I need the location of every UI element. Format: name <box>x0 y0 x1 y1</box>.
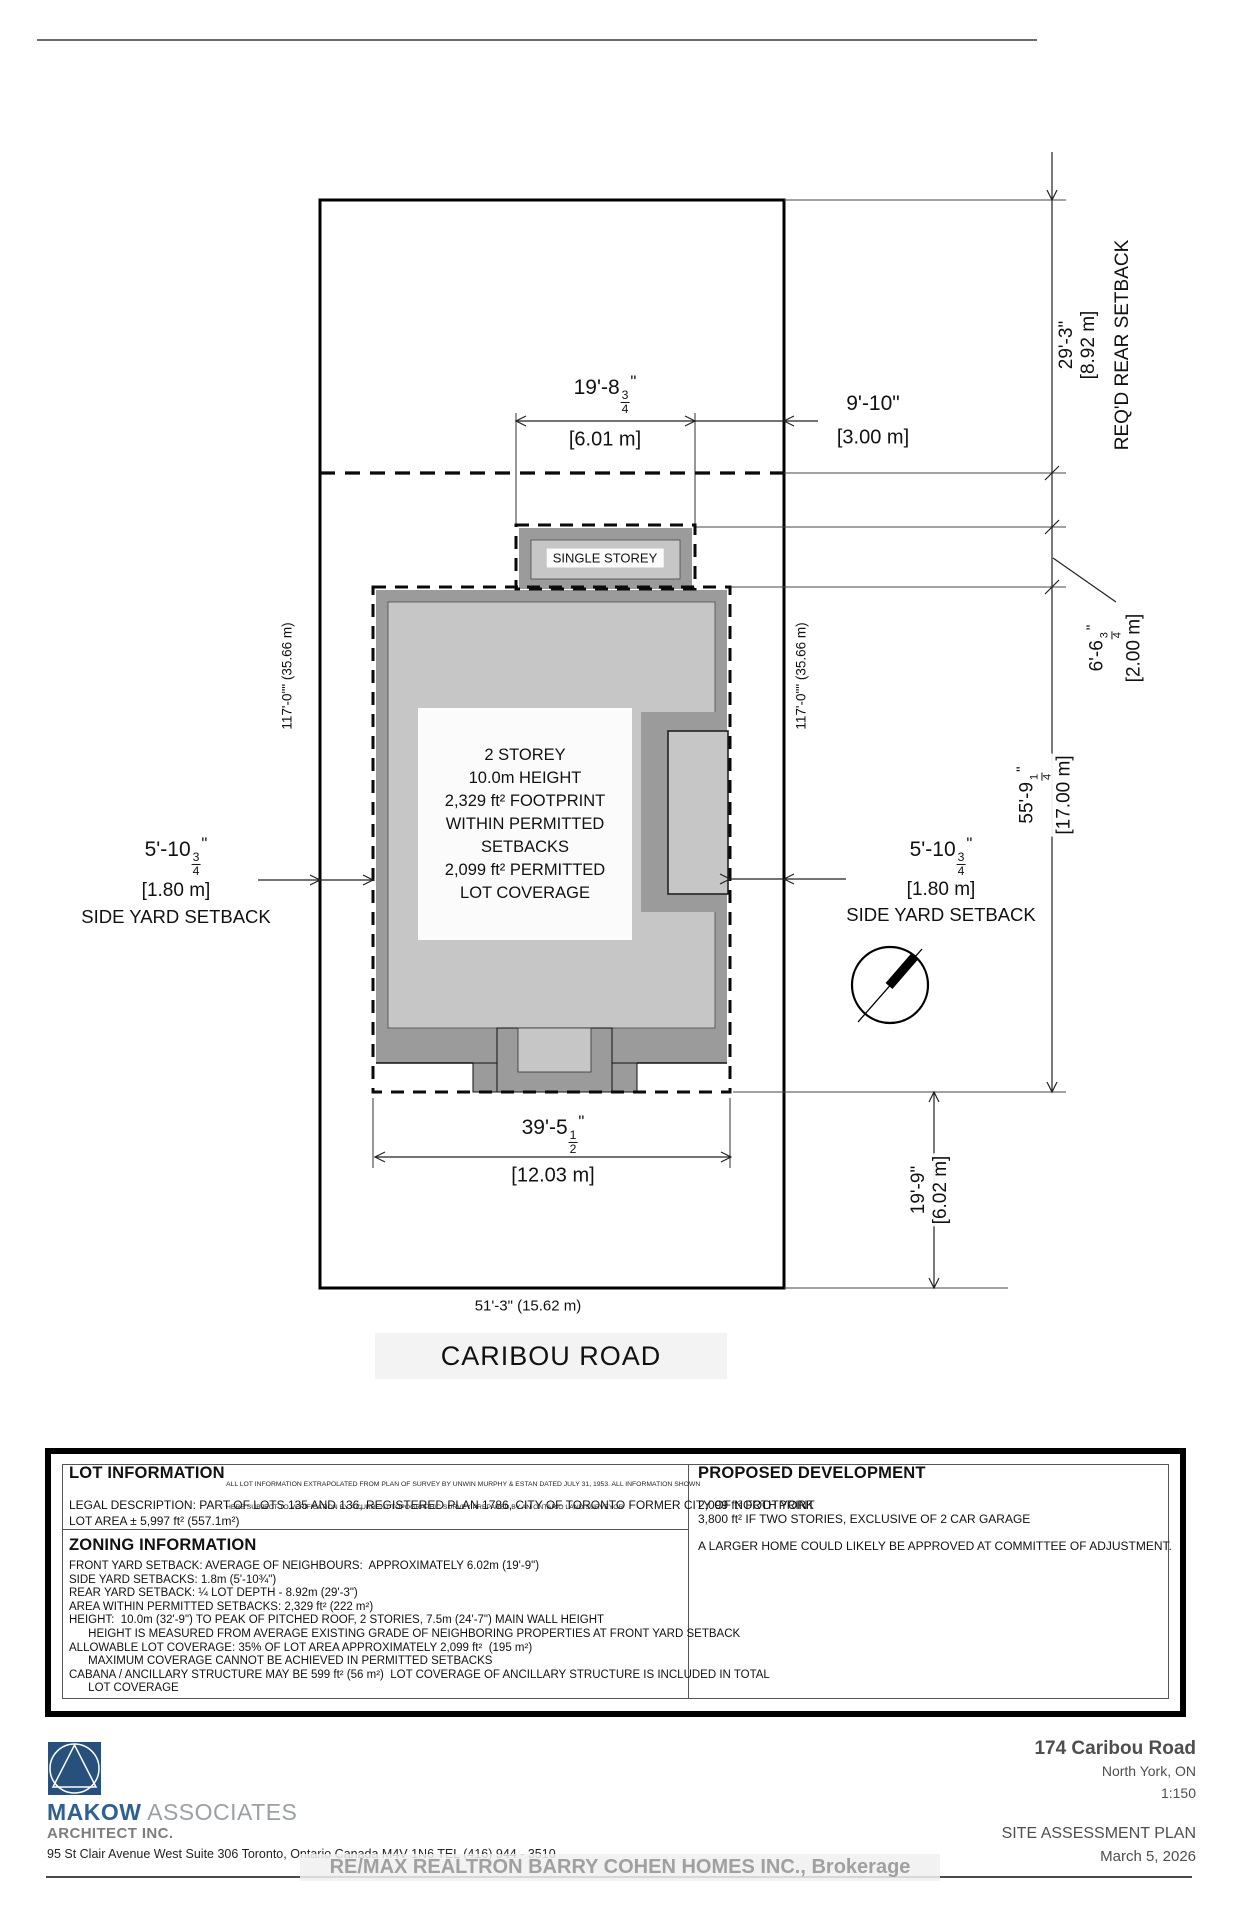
dim-rear-gap-imperial: 9'-10" <box>843 392 903 416</box>
single-storey-label: SINGLE STOREY <box>546 548 664 568</box>
req-rear-setback-label: REQ'D REAR SETBACK <box>1112 237 1134 453</box>
lot-information-title: LOT INFORMATION <box>69 1464 225 1482</box>
dashed-outlines <box>320 471 784 1094</box>
firm-name-bold: MAKOW <box>47 1799 142 1825</box>
project-block: 174 Caribou Road North York, ON 1:150 SI… <box>1002 1738 1196 1865</box>
extension-lines <box>372 199 1066 1289</box>
side-right-setback-label: SIDE YARD SETBACK <box>843 904 1039 926</box>
zoning-information-title: ZONING INFORMATION <box>69 1536 257 1554</box>
dim-rear-gap-metric: [3.00 m] <box>833 426 913 450</box>
proposed-development-title: PROPOSED DEVELOPMENT <box>698 1464 926 1482</box>
legal-description: LEGAL DESCRIPTION: PART OF LOTS 135 AND … <box>69 1498 814 1528</box>
street-name: CARIBOU ROAD <box>375 1333 727 1379</box>
firm-subtitle: ARCHITECT INC. <box>47 1825 174 1842</box>
building-description: 2 STOREY 10.0m HEIGHT 2,329 ft² FOOTPRIN… <box>418 708 632 940</box>
zoning-lines: FRONT YARD SETBACK: AVERAGE OF NEIGHBOUR… <box>69 1560 770 1695</box>
lot-boundary <box>318 198 786 1290</box>
proposed-lines: 2,099 ft² FOOTPRINT 3,800 ft² IF TWO STO… <box>698 1498 1031 1526</box>
side-left-setback-label: SIDE YARD SETBACK <box>78 906 274 928</box>
north-arrow-icon <box>850 945 930 1025</box>
info-table: LOT INFORMATION ALL LOT INFORMATION EXTR… <box>45 1448 1186 1717</box>
single-storey-outline <box>514 523 697 591</box>
dim-rear-setback: 29'-3" [8.92 m] <box>1056 308 1100 382</box>
info-table-divider <box>688 1464 689 1699</box>
makow-circle-triangle-glyph <box>49 1743 100 1794</box>
doc-date: March 5, 2026 <box>1100 1848 1196 1865</box>
project-address: 174 Caribou Road <box>1034 1738 1196 1759</box>
lot-frontage-label: 51'-3" (15.62 m) <box>471 1297 585 1315</box>
makow-logo-icon <box>48 1742 101 1795</box>
brokerage-watermark: RE/MAX REALTRON BARRY COHEN HOMES INC., … <box>300 1854 940 1881</box>
doc-title: SITE ASSESSMENT PLAN <box>1001 1825 1196 1842</box>
dim-side-right-metric: [1.80 m] <box>903 879 979 901</box>
firm-name-rest: ASSOCIATES <box>141 1799 298 1825</box>
dim-side-left-metric: [1.80 m] <box>138 880 214 902</box>
dim-front-yard: 19'-9" [6.02 m] <box>908 1153 952 1227</box>
project-scale: 1:150 <box>1160 1785 1196 1801</box>
lot-zoning-divider <box>62 1529 689 1530</box>
dim-front-width-metric: [6.01 m] <box>565 428 645 452</box>
lot-depth-right-label: 117'-0"" (35.66 m) <box>793 620 809 732</box>
lot-fine-print: ALL LOT INFORMATION EXTRAPOLATED FROM PL… <box>226 1481 701 1511</box>
project-city: North York, ON <box>1101 1763 1196 1779</box>
lot-depth-left-label: 117'-0"" (35.66 m) <box>279 620 295 732</box>
firm-name: MAKOW ASSOCIATES <box>47 1799 297 1826</box>
dim-building-width-metric: [12.03 m] <box>508 1164 598 1188</box>
proposed-note: A LARGER HOME COULD LIKELY BE APPROVED A… <box>698 1539 1172 1553</box>
main-building-outline <box>371 585 732 1094</box>
info-table-inner-border <box>62 1464 1169 1699</box>
bay-projection <box>667 730 729 895</box>
